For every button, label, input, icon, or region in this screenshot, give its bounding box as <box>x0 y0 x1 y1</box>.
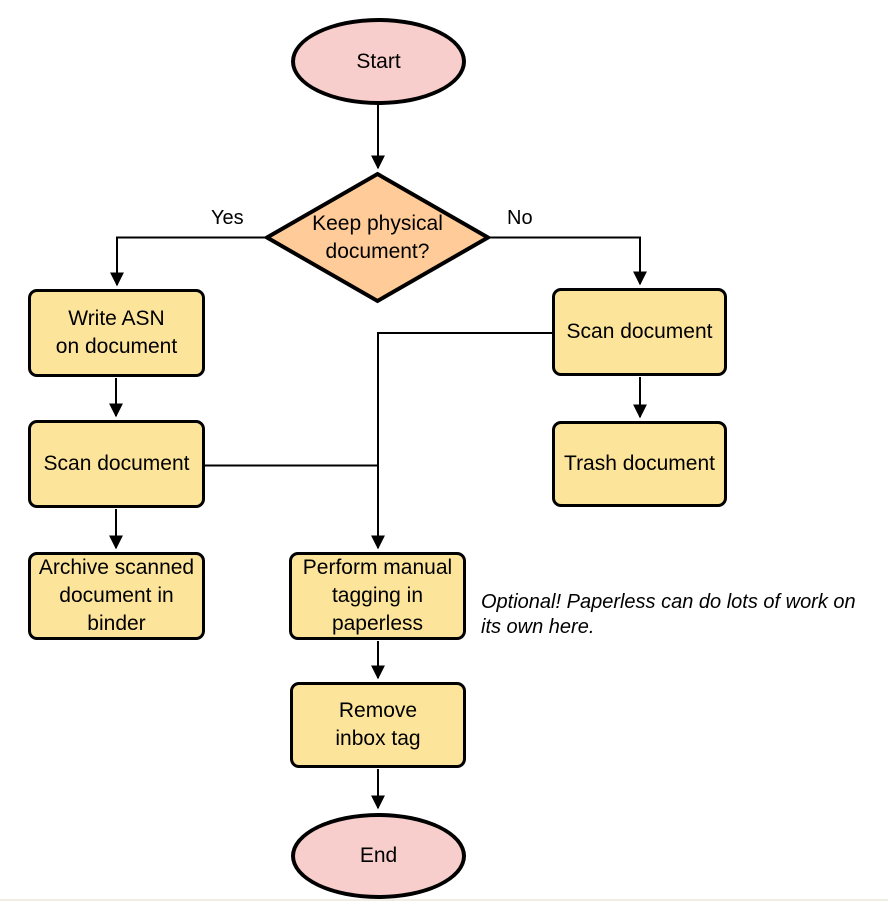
node-start: Start <box>291 18 466 105</box>
decision-diamond-shape <box>262 171 493 304</box>
node-end: End <box>291 813 466 899</box>
node-scan-left-label: Scan document <box>43 452 190 475</box>
node-decision-label: Keep physical document? <box>312 211 443 263</box>
node-scan-right-label: Scan document <box>566 320 713 343</box>
node-end-label: End <box>359 844 398 867</box>
bottom-divider <box>0 899 888 901</box>
edge-scanright-to-tagging <box>371 332 552 550</box>
node-archive-label: Archive scanned document in binder <box>38 556 195 635</box>
node-scan-document-right: Scan document <box>552 288 727 376</box>
node-write-asn: Write ASN on document <box>28 289 205 377</box>
node-write-asn-label: Write ASN on document <box>55 307 178 358</box>
edge-label-no: No <box>507 207 533 229</box>
edge-decision-no <box>490 236 647 286</box>
node-trash-document: Trash document <box>552 421 727 507</box>
node-remove-inbox-tag: Remove inbox tag <box>290 682 466 768</box>
edge-label-yes: Yes <box>211 207 244 229</box>
node-archive-binder: Archive scanned document in binder <box>28 552 205 640</box>
node-manual-tagging: Perform manual tagging in paperless <box>289 552 466 640</box>
edge-decision-yes <box>110 236 265 287</box>
node-remove-label: Remove inbox tag <box>335 699 421 750</box>
node-decision-keep-physical: Keep physical document? <box>265 172 490 303</box>
node-trash-label: Trash document <box>564 452 715 475</box>
node-scan-document-left: Scan document <box>28 420 205 508</box>
node-start-label: Start <box>356 49 401 73</box>
node-tagging-label: Perform manual tagging in paperless <box>302 556 453 635</box>
note-text: Optional! Paperless can do lots of work … <box>481 591 856 638</box>
